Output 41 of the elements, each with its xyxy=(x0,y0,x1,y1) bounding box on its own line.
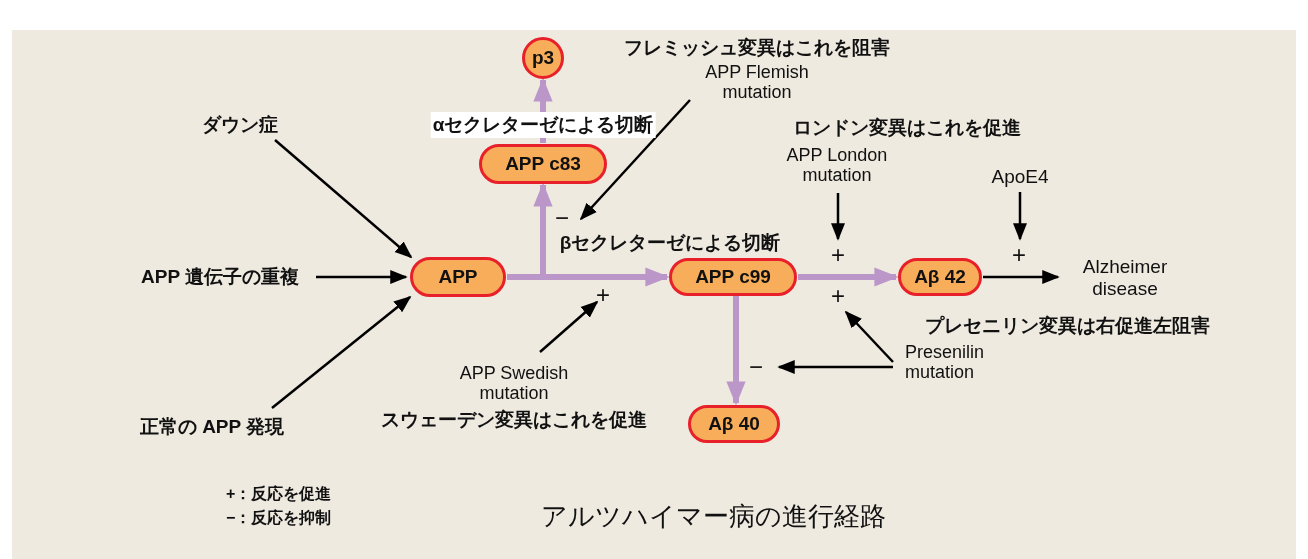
sign-symbol: + xyxy=(831,285,845,307)
arrow xyxy=(831,193,845,241)
protein-box: APP xyxy=(410,257,506,297)
annotation-text: ロンドン変異はこれを促進 xyxy=(793,116,1021,140)
arrow xyxy=(316,270,408,284)
annotation-text: スウェーデン変異はこれを促進 xyxy=(381,408,647,432)
sign-symbol: + xyxy=(1012,244,1026,266)
annotation-text: プレセニリン変異は右促進左阻害 xyxy=(924,314,1210,338)
caption: アルツハイマー病の進行経路 xyxy=(540,499,886,533)
arrow xyxy=(271,295,412,409)
input-label: APP 遺伝子の重複 xyxy=(141,264,299,290)
arrow xyxy=(726,296,746,406)
input-label: ApoE4 xyxy=(991,166,1049,188)
mutation-label: APP Swedish mutation xyxy=(458,363,570,403)
sign-symbol: + xyxy=(831,244,845,266)
protein-box: Aβ 40 xyxy=(688,405,780,443)
sign-symbol: − xyxy=(555,207,569,229)
arrow xyxy=(777,360,893,374)
arrow xyxy=(579,99,691,221)
edge-label: αセクレターゼによる切断 xyxy=(430,112,656,138)
input-label: Alzheimer disease xyxy=(1070,256,1180,300)
mutation-label: Presenilin mutation xyxy=(905,342,986,382)
mutation-label: APP London mutation xyxy=(785,145,889,185)
note-text: −：反応を抑制 xyxy=(226,508,332,528)
protein-box: APP c83 xyxy=(479,144,607,184)
arrow xyxy=(844,310,894,363)
arrow xyxy=(798,267,899,287)
mutation-label: APP Flemish mutation xyxy=(704,62,810,102)
arrow xyxy=(539,300,599,353)
annotation-text: フレミッシュ変異はこれを阻害 xyxy=(624,36,890,60)
sign-symbol: − xyxy=(749,356,763,378)
input-label: ダウン症 xyxy=(202,112,278,138)
arrow xyxy=(983,270,1060,284)
arrow xyxy=(274,139,413,259)
sign-symbol: + xyxy=(596,284,610,306)
arrow xyxy=(507,182,553,280)
input-label: 正常の APP 発現 xyxy=(139,414,285,440)
protein-box: Aβ 42 xyxy=(898,258,982,296)
note-text: +：反応を促進 xyxy=(226,484,332,504)
protein-box: APP c99 xyxy=(669,258,797,296)
arrow xyxy=(1013,192,1027,241)
